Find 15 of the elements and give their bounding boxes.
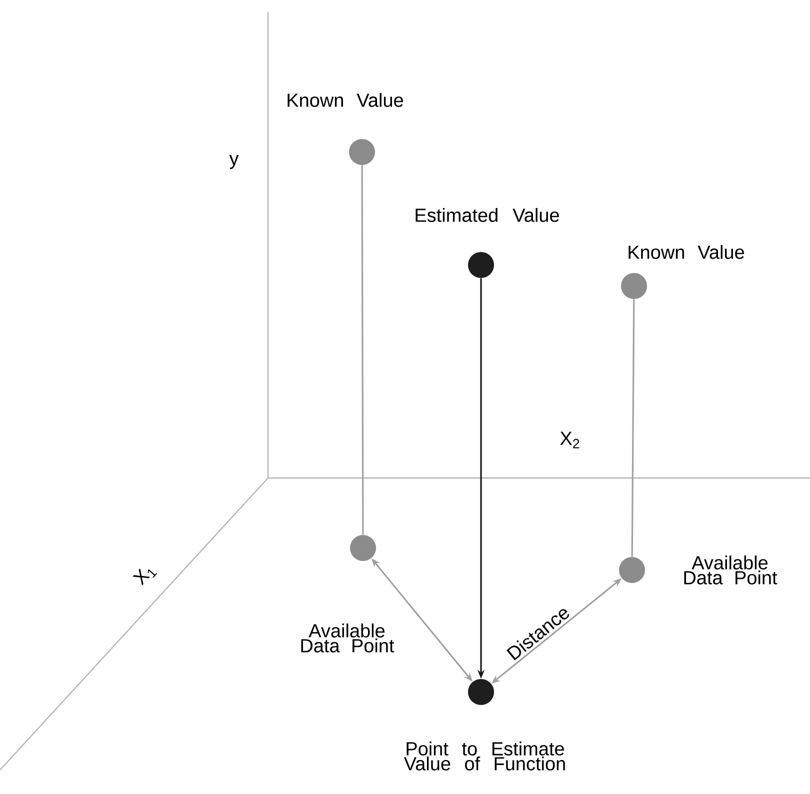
- point-label: Available Data Point: [684, 556, 778, 584]
- axis-label: X$_{1}$: [132, 568, 158, 586]
- dot: [619, 557, 645, 583]
- point-label: Available Data Point: [301, 624, 394, 652]
- axis-label: X$_{2}$: [560, 432, 580, 448]
- point-label: Known Value: [288, 93, 404, 107]
- dot: [468, 252, 494, 278]
- dot: [350, 535, 376, 561]
- point-label: Point to Estimate Value of Function: [404, 742, 565, 770]
- dot: [349, 139, 375, 165]
- dot: [621, 273, 647, 299]
- dot: [468, 679, 494, 705]
- point-label: Known Value: [628, 245, 744, 259]
- point-label: Estimated Value: [416, 208, 559, 222]
- axis-label: y: [229, 155, 239, 169]
